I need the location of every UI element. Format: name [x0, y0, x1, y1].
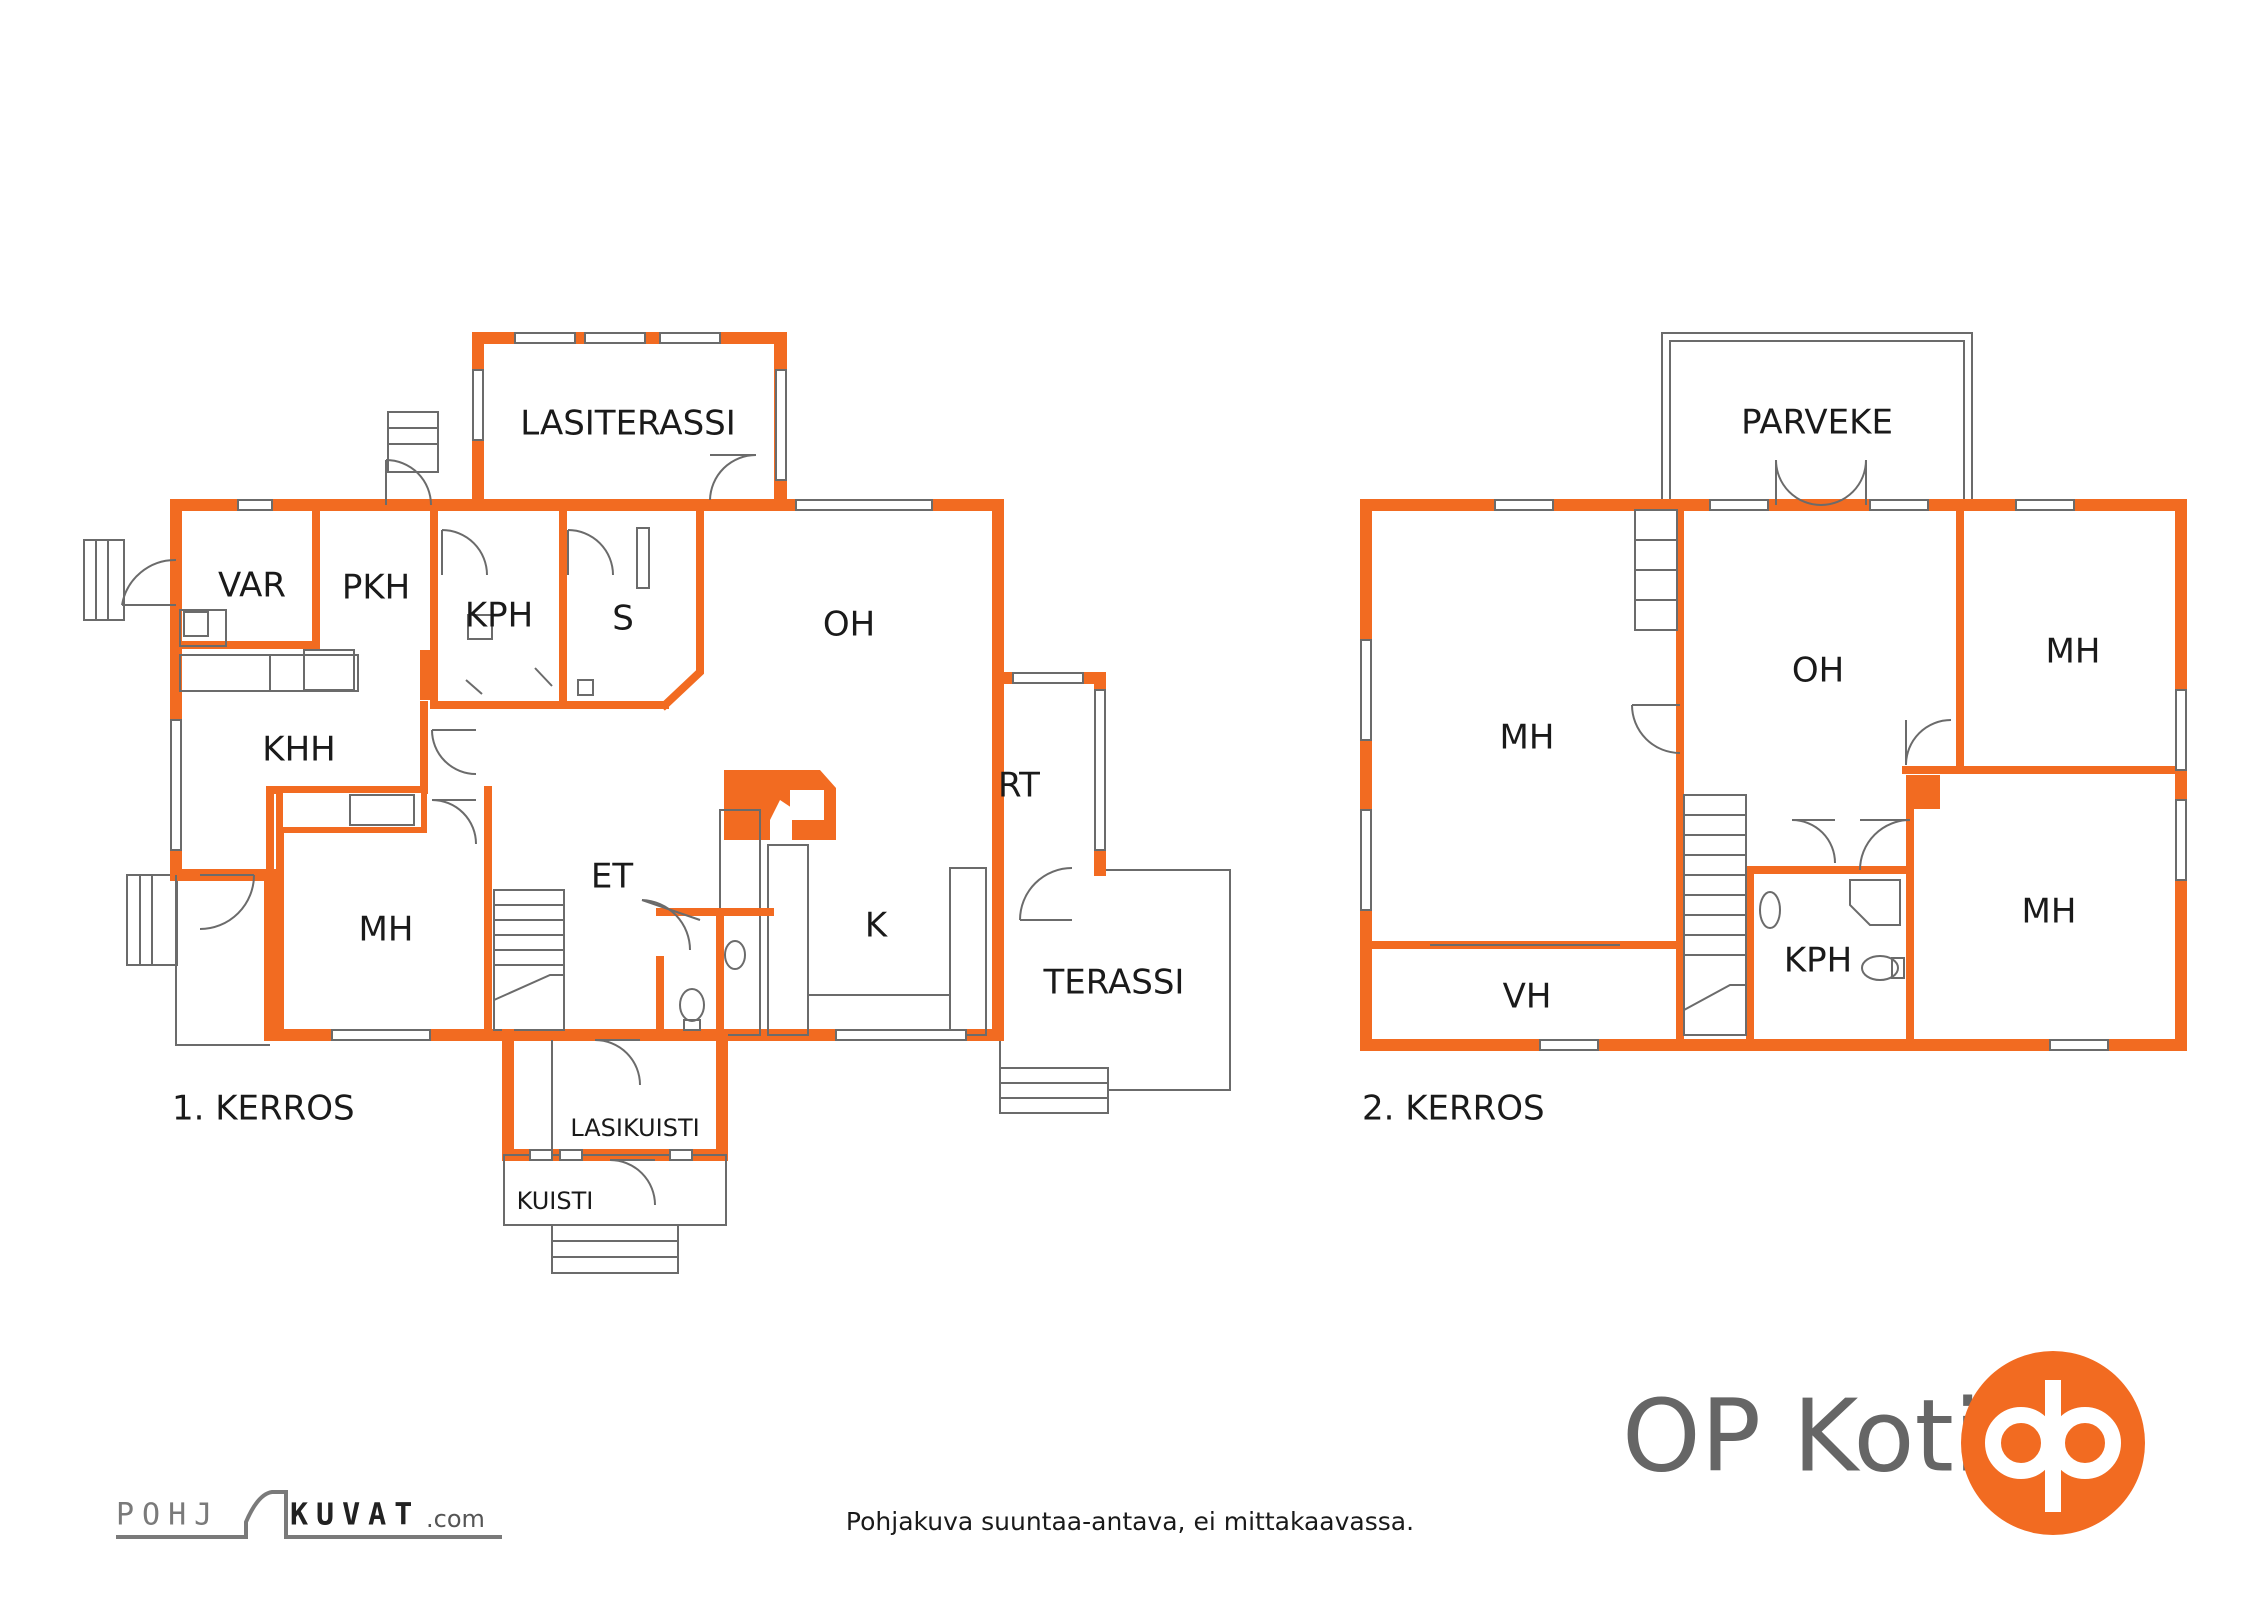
room-label-mh-bottom-right: MH	[2022, 892, 2077, 932]
room-label-s: S	[612, 599, 634, 639]
room-label-mh-left: MH	[1500, 718, 1555, 758]
fireplace-block	[724, 770, 836, 840]
floor-1-plan: LASITERASSI VAR PKH KPH S OH KHH RT MH E…	[83, 332, 1231, 1274]
op-circle-logo-icon	[1961, 1351, 2145, 1535]
floor-1-exterior-walls-b	[775, 499, 1004, 684]
pohjakuvat-logo-right: KUVAT	[290, 1498, 420, 1533]
room-label-parveke: PARVEKE	[1741, 403, 1893, 443]
stair-west-upper	[83, 539, 125, 621]
room-label-kph: KPH	[465, 596, 533, 636]
floor-1-title: 1. KERROS	[172, 1089, 355, 1129]
footer: POHJ KUVAT .com Pohjakuva suuntaa-antava…	[116, 1351, 2145, 1539]
room-label-k: K	[865, 906, 889, 946]
room-label-rt: RT	[998, 766, 1040, 806]
stair-terrace	[999, 1067, 1109, 1114]
stair-south	[551, 1224, 679, 1274]
room-label-kuisti: KUISTI	[517, 1187, 594, 1215]
room-label-lasiterassi: LASITERASSI	[520, 404, 736, 444]
disclaimer-note: Pohjakuva suuntaa-antava, ei mittakaavas…	[846, 1507, 1414, 1536]
pohjakuvat-logo-left: POHJ	[116, 1498, 220, 1533]
room-label-oh: OH	[823, 605, 875, 645]
floor-2-plan: PARVEKE MH OH MH MH KPH VH 2. KERROS	[1360, 332, 2187, 1129]
room-label-mh-top-right: MH	[2046, 632, 2101, 672]
room-label-var: VAR	[218, 566, 286, 606]
floor-2-exterior-walls	[1360, 499, 2187, 1051]
room-label-vh: VH	[1503, 977, 1552, 1017]
terrace-outline	[999, 869, 1231, 1091]
op-koti-wordmark: OP Koti	[1622, 1377, 1982, 1494]
parveke-outline	[1661, 332, 1973, 505]
room-label-pkh: PKH	[342, 568, 410, 608]
room-label-kph-2: KPH	[1784, 941, 1852, 981]
room-label-et: ET	[591, 857, 633, 897]
room-label-terassi: TERASSI	[1043, 963, 1185, 1003]
pohjakuvat-logo-suffix: .com	[426, 1505, 485, 1533]
pohjakuvat-logo: POHJ KUVAT .com	[116, 1490, 502, 1539]
floor-2-title: 2. KERROS	[1362, 1089, 1545, 1129]
room-label-mh: MH	[359, 910, 414, 950]
stair-north	[387, 411, 439, 473]
room-label-lasikuisti: LASIKUISTI	[570, 1114, 699, 1142]
room-label-khh: KHH	[262, 730, 335, 770]
room-label-oh-2: OH	[1792, 651, 1844, 691]
pohjakuvat-roof-icon	[116, 1490, 502, 1539]
